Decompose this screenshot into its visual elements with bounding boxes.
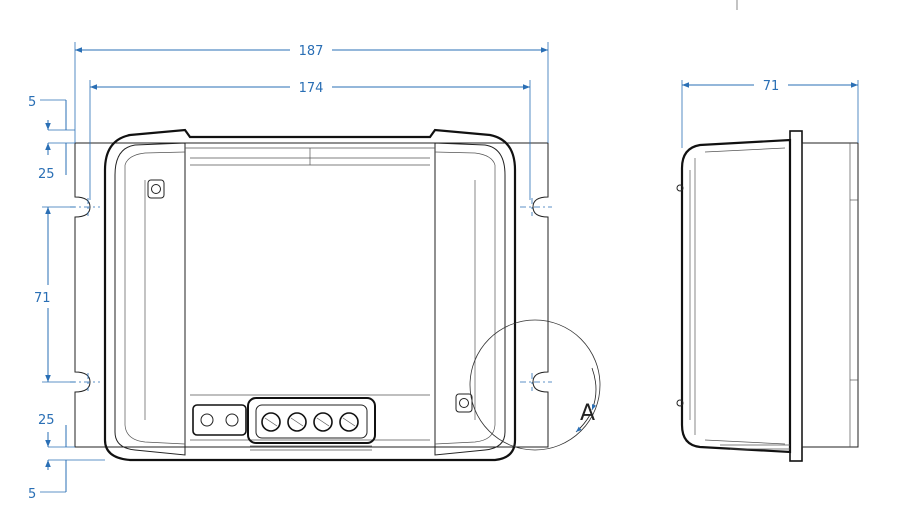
dimension-top-slot: 25	[38, 142, 75, 182]
front-view	[70, 128, 552, 462]
dimension-slot-spacing: 71	[34, 206, 75, 383]
overall-width-label: 187	[299, 44, 324, 59]
bottom-offset-label: 5	[28, 487, 36, 502]
side-back	[801, 142, 859, 448]
housing-inner-right	[434, 142, 506, 456]
dimension-bottom-offset: 5	[28, 459, 105, 502]
inner-width-label: 174	[299, 81, 324, 96]
side-body	[680, 138, 792, 454]
housing-inner	[114, 142, 186, 456]
bottom-slot-label: 25	[38, 413, 55, 428]
dimension-side-depth: 71	[681, 79, 859, 148]
side-view	[676, 130, 859, 462]
slot-spacing-label: 71	[34, 291, 51, 306]
dimension-inner-width: 174	[89, 80, 531, 200]
dimension-overall-width: 187	[74, 42, 549, 143]
screw-top-left	[147, 179, 165, 199]
terminal-block-large	[247, 397, 376, 451]
top-slot-label: 25	[38, 167, 55, 182]
dimension-bottom-slot: 25	[38, 413, 75, 448]
detail-label: A	[580, 401, 595, 426]
dimension-top-offset: 5	[28, 95, 75, 131]
screw-bottom-right	[455, 393, 473, 413]
detail-callout-a: A	[469, 319, 601, 451]
mounting-flange	[74, 142, 549, 448]
side-flange	[789, 130, 803, 462]
top-offset-label: 5	[28, 95, 36, 110]
terminal-block-small	[192, 404, 247, 436]
side-depth-label: 71	[763, 79, 780, 94]
housing-outline	[103, 128, 517, 462]
